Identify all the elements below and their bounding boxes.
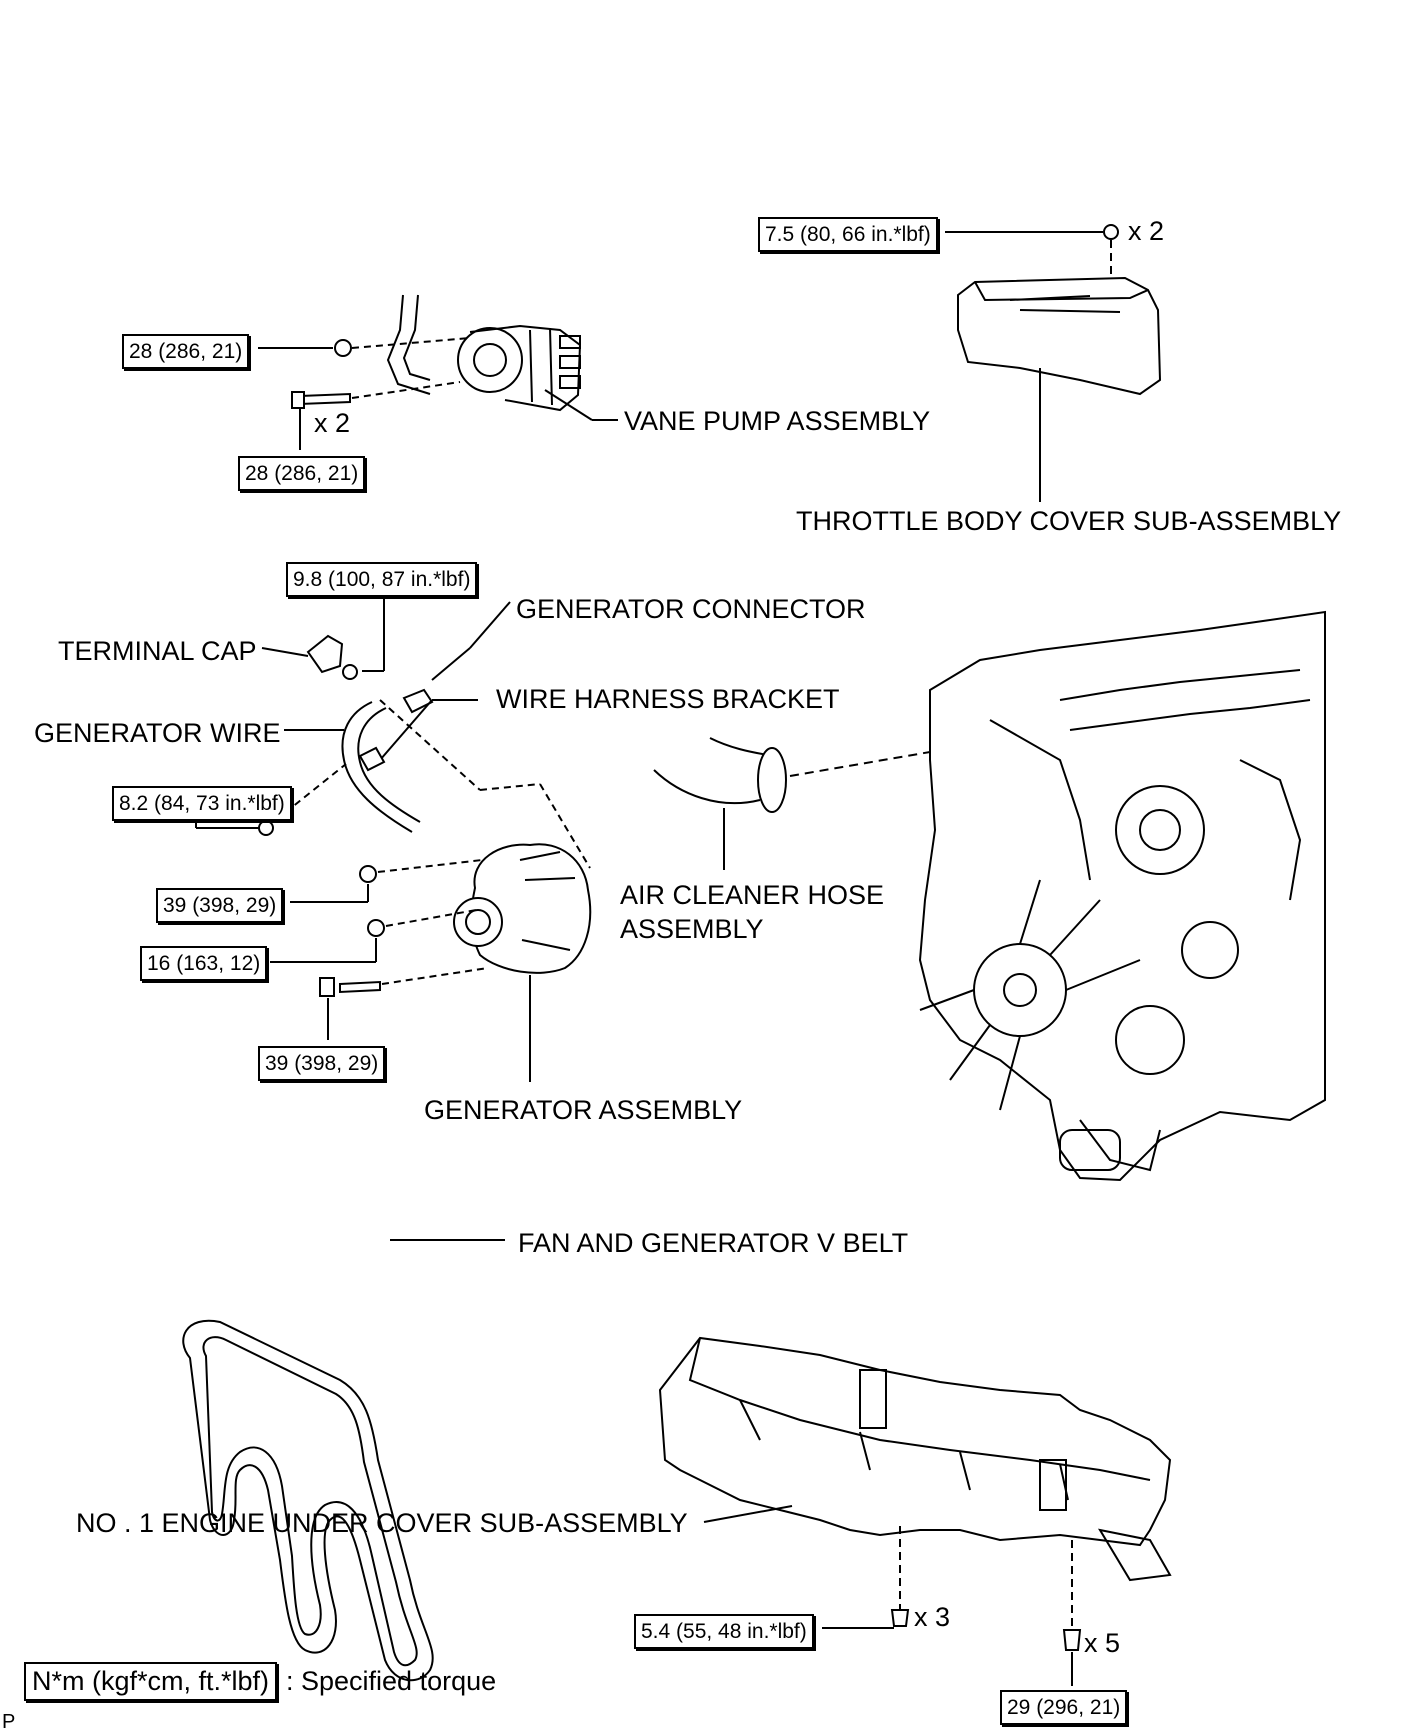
corner-mark: P bbox=[2, 1711, 16, 1733]
qty-throttle-cover-nut: x 2 bbox=[1128, 216, 1165, 246]
label-fan-generator-v-belt: FAN AND GENERATOR V BELT bbox=[518, 1228, 909, 1258]
label-generator-wire: GENERATOR WIRE bbox=[34, 718, 281, 748]
legend-specified-torque: : Specified torque bbox=[286, 1666, 497, 1696]
label-air-cleaner-hose-line2: ASSEMBLY bbox=[620, 914, 764, 944]
label-wire-harness-bracket: WIRE HARNESS BRACKET bbox=[496, 684, 840, 714]
label-generator-connector: GENERATOR CONNECTOR bbox=[516, 594, 866, 624]
air-cleaner-hose-drawing bbox=[653, 737, 931, 870]
qty-under-cover-bolt-b: x 5 bbox=[1084, 1628, 1121, 1658]
torque-under-cover-bolt-a: 5.4 (55, 48 in.*lbf) bbox=[634, 1614, 814, 1649]
label-throttle-body-cover: THROTTLE BODY COVER SUB-ASSEMBLY bbox=[796, 506, 1342, 536]
qty-under-cover-bolt-a: x 3 bbox=[914, 1602, 951, 1632]
label-terminal-cap: TERMINAL CAP bbox=[58, 636, 257, 666]
label-vane-pump-assembly: VANE PUMP ASSEMBLY bbox=[624, 406, 931, 436]
torque-bracket-bolt: 8.2 (84, 73 in.*lbf) bbox=[112, 786, 292, 821]
torque-under-cover-bolt-b: 29 (296, 21) bbox=[1000, 1690, 1128, 1725]
torque-vane-pump-nut: 28 (286, 21) bbox=[122, 334, 250, 369]
engine-drawing bbox=[918, 610, 1326, 1182]
legend-torque-unit-box: N*m (kgf*cm, ft.*lbf) bbox=[24, 1662, 278, 1701]
qty-vane-pump-bolt: x 2 bbox=[314, 408, 351, 438]
torque-generator-nut-lower: 16 (163, 12) bbox=[140, 946, 268, 981]
v-belt-drawing bbox=[182, 1239, 505, 1682]
generator-drawing bbox=[270, 843, 592, 1082]
generator-wire-drawing bbox=[195, 590, 591, 869]
torque-vane-pump-bolt: 28 (286, 21) bbox=[238, 456, 366, 491]
label-air-cleaner-hose-line1: AIR CLEANER HOSE bbox=[620, 880, 885, 910]
label-engine-under-cover: NO . 1 ENGINE UNDER COVER SUB-ASSEMBLY bbox=[76, 1508, 688, 1538]
torque-generator-bolt: 39 (398, 29) bbox=[258, 1046, 386, 1081]
torque-generator-nut-upper: 39 (398, 29) bbox=[156, 888, 284, 923]
engine-under-cover-drawing bbox=[658, 1336, 1172, 1686]
vane-pump-drawing bbox=[258, 294, 618, 450]
throttle-body-cover-drawing bbox=[945, 224, 1162, 502]
torque-terminal-nut: 9.8 (100, 87 in.*lbf) bbox=[286, 562, 478, 597]
label-generator-assembly: GENERATOR ASSEMBLY bbox=[424, 1095, 743, 1125]
torque-throttle-cover-nut: 7.5 (80, 66 in.*lbf) bbox=[758, 217, 938, 252]
